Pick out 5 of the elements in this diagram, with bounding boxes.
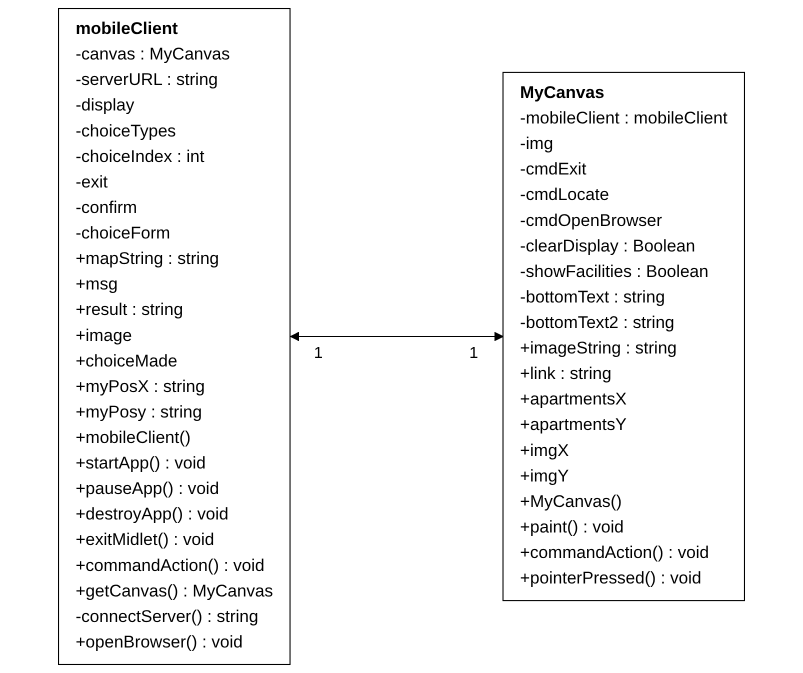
multiplicity-label: 1 [314,344,323,362]
multiplicity-label: 1 [469,344,478,362]
arrow [290,332,504,342]
node-box [502,72,745,602]
node-box [58,8,291,666]
